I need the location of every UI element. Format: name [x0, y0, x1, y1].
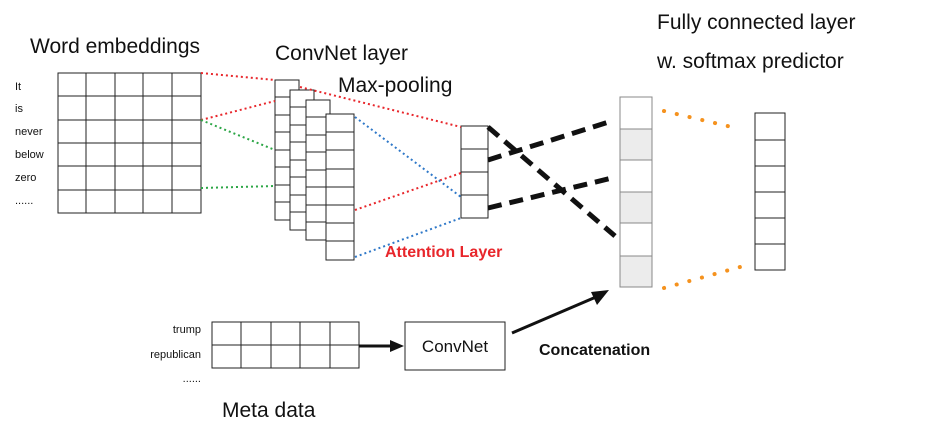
word-labels: It is never below zero ...... [15, 81, 44, 207]
word-label: ...... [15, 195, 33, 207]
word-label: is [15, 103, 23, 115]
blue-dotted-connector [354, 116, 462, 198]
word-embeddings-title: Word embeddings [30, 35, 200, 58]
fc-layer-title-line1: Fully connected layer [657, 11, 855, 34]
concatenation-label: Concatenation [539, 342, 650, 359]
orange-dotted-connector [662, 109, 742, 131]
meta-convnet-box: ConvNet [404, 321, 506, 371]
meta-word-label: ...... [183, 373, 201, 385]
shaded-cell [619, 128, 653, 161]
meta-word-label: republican [150, 349, 201, 361]
fully-connected-vector [754, 112, 786, 271]
green-dotted-connector [200, 185, 276, 189]
max-pooling-vector [460, 125, 489, 219]
conv-to-pooling-connectors [299, 86, 462, 258]
blue-dotted-connector [354, 217, 462, 258]
shaded-cell [619, 255, 653, 288]
feature-map [325, 113, 355, 261]
green-dotted-connector [200, 119, 276, 151]
pooling-to-concat-connectors [486, 118, 617, 238]
word-label: never [15, 126, 43, 138]
word-label: It [15, 81, 21, 93]
convnet-layer-title: ConvNet layer [275, 42, 408, 65]
meta-word-labels: trump republican ...... [150, 324, 201, 385]
word-embedding-matrix [57, 72, 202, 214]
fc-layer-title-line2: w. softmax predictor [656, 50, 844, 73]
attention-layer-label: Attention Layer [385, 244, 502, 261]
orange-dotted-connector [662, 265, 742, 290]
embedding-to-conv-connectors [200, 72, 276, 189]
meta-data-title: Meta data [222, 399, 316, 422]
meta-word-label: trump [173, 324, 201, 336]
concat-to-fc-connectors [662, 109, 742, 290]
concatenated-vector [619, 96, 653, 288]
convnet-box-label: ConvNet [422, 337, 488, 356]
red-dotted-connector [200, 72, 276, 81]
word-label: zero [15, 172, 36, 184]
dashed-connector [487, 175, 613, 211]
convnet-to-concat-arrow [511, 290, 609, 335]
max-pooling-title: Max-pooling [338, 74, 452, 97]
meta-data-matrix [211, 321, 360, 369]
convnet-feature-maps [274, 79, 355, 261]
shaded-cell [619, 191, 653, 224]
red-dotted-connector [200, 100, 276, 121]
dashed-connector [486, 125, 617, 238]
word-label: below [15, 149, 44, 161]
meta-to-convnet-arrow [359, 340, 404, 352]
red-dotted-connector [354, 172, 462, 211]
